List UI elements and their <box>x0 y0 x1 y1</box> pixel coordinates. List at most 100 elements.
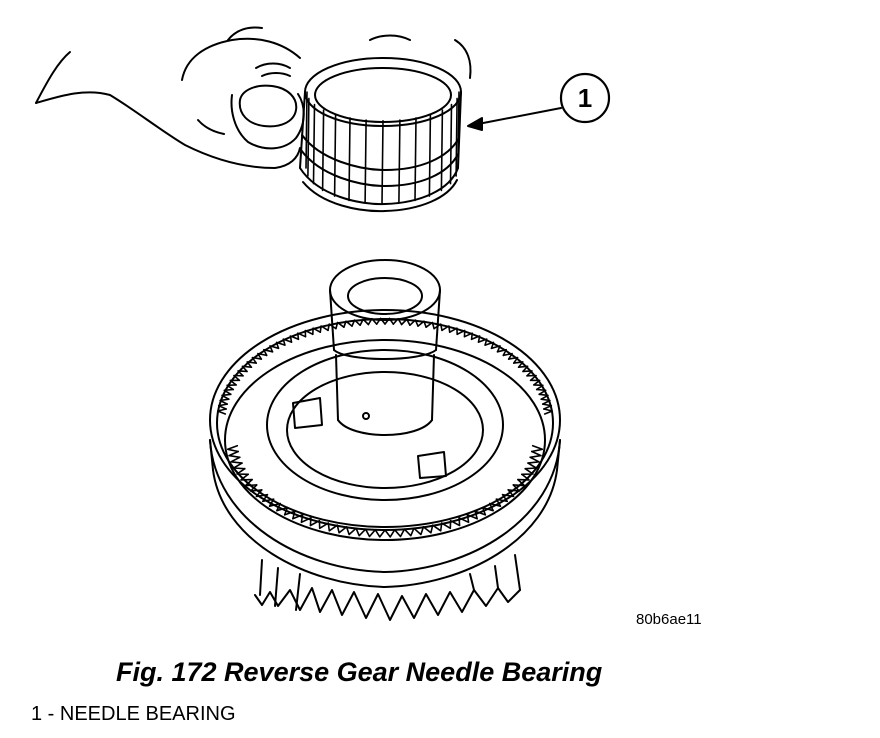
hand-drawing <box>35 26 472 169</box>
gear-tooth <box>226 444 239 453</box>
gear-tooth <box>409 319 419 327</box>
oil-hole <box>362 412 370 420</box>
gear-tooth <box>319 325 329 334</box>
gear-tooth <box>351 319 361 327</box>
gear-tooth <box>251 356 263 364</box>
gear-tooth <box>217 403 228 410</box>
gear-tooth <box>433 323 443 332</box>
gear-tooth <box>522 370 533 377</box>
gear-tooth <box>241 365 253 373</box>
gear-tooth <box>543 408 554 415</box>
gear-tooth <box>422 524 434 534</box>
gear-tooth <box>507 356 519 364</box>
gear-tooth <box>223 388 235 396</box>
gear-tooth <box>527 456 540 464</box>
gear-tooth <box>517 365 529 373</box>
gear-tooth <box>431 522 443 532</box>
gear-tooth <box>417 320 427 329</box>
gear-tooth <box>359 318 370 327</box>
gear-tooth <box>425 321 435 330</box>
figure-caption: Fig. 172 Reverse Gear Needle Bearing <box>116 657 603 687</box>
gear-tooth <box>533 384 544 391</box>
gear-tooth <box>403 527 415 537</box>
needle-roller <box>449 103 453 185</box>
gear-tooth <box>345 526 357 536</box>
gear-tooth <box>236 467 249 476</box>
gear-tooth <box>304 329 314 338</box>
gear-tooth <box>517 473 530 481</box>
gear-tooth <box>336 524 348 534</box>
gear-tooth <box>289 335 300 343</box>
needle-roller <box>440 109 444 192</box>
needle-roller <box>333 113 337 197</box>
gear-tooth <box>484 341 495 350</box>
gear-tooth <box>364 528 377 538</box>
gear-tooth <box>384 317 395 325</box>
gear-tooth <box>524 462 538 470</box>
gear-tooth <box>470 335 481 343</box>
gear-tooth <box>375 317 386 325</box>
gear-tooth <box>226 384 237 391</box>
gear-tooth <box>413 526 425 536</box>
gear-tooth <box>441 325 451 334</box>
gear-tooth <box>257 352 268 360</box>
illustration-code: 80b6ae11 <box>636 611 702 628</box>
gear-tooth <box>282 338 293 346</box>
callout-legend: 1 - NEEDLE BEARING <box>31 703 236 725</box>
needle-roller <box>307 97 310 177</box>
leader-arrowhead <box>467 117 483 131</box>
gear-tooth <box>540 398 551 405</box>
needle-roller <box>457 91 460 169</box>
needle-roller <box>455 97 458 177</box>
gear-tooth <box>229 379 241 386</box>
needle-roller <box>312 103 316 185</box>
needle-roller <box>364 119 367 204</box>
gear-tooth <box>327 522 339 532</box>
gear-tooth <box>529 450 542 459</box>
gear-tooth <box>246 361 258 369</box>
gear-tooth <box>311 327 322 336</box>
gear-tooth <box>538 393 549 401</box>
gear-tooth <box>400 318 411 327</box>
illustration-svg: 1 80b6ae11 <box>35 26 702 628</box>
gear-tooth <box>488 498 502 508</box>
gear-tooth <box>216 408 227 415</box>
gear-tooth <box>228 450 241 459</box>
gear-tooth <box>463 332 474 341</box>
gear-tooth <box>262 348 274 357</box>
gear-tooth <box>240 473 253 481</box>
gear-tooth <box>529 379 541 386</box>
gear-tooth <box>233 374 244 382</box>
gear-tooth <box>219 398 230 405</box>
gear-tooth <box>530 444 544 453</box>
gear-tooth <box>477 338 488 346</box>
callout-circle <box>559 72 611 124</box>
needle-roller <box>398 119 401 204</box>
gear-tooth <box>392 317 403 326</box>
gear-tooth <box>343 320 353 329</box>
needle-roller <box>381 120 384 205</box>
gear-tooth <box>512 361 524 369</box>
gear-tooth <box>275 502 289 512</box>
gear-assembly <box>209 259 561 621</box>
needle-roller <box>348 117 351 202</box>
gear-tooth <box>541 403 553 410</box>
needle-roller <box>414 117 417 202</box>
gear-tooth <box>535 388 547 396</box>
callout-1: 1 <box>467 72 611 131</box>
technical-illustration: 1 80b6ae11 <box>35 26 702 628</box>
gear-tooth <box>456 329 466 338</box>
gear-tooth <box>296 332 307 341</box>
gear-tooth <box>232 462 246 470</box>
shaft-bore <box>347 277 423 315</box>
gear-tooth <box>496 348 508 357</box>
gear-tooth <box>448 327 459 336</box>
callout-number: 1 <box>578 83 592 113</box>
gear-tooth <box>367 317 378 326</box>
gear-tooth <box>327 323 337 332</box>
gear-tooth <box>526 374 537 382</box>
needle-bearing-cage <box>299 57 462 213</box>
gear-tooth <box>221 393 232 401</box>
needle-roller <box>428 113 432 197</box>
gear-tooth <box>490 345 501 353</box>
